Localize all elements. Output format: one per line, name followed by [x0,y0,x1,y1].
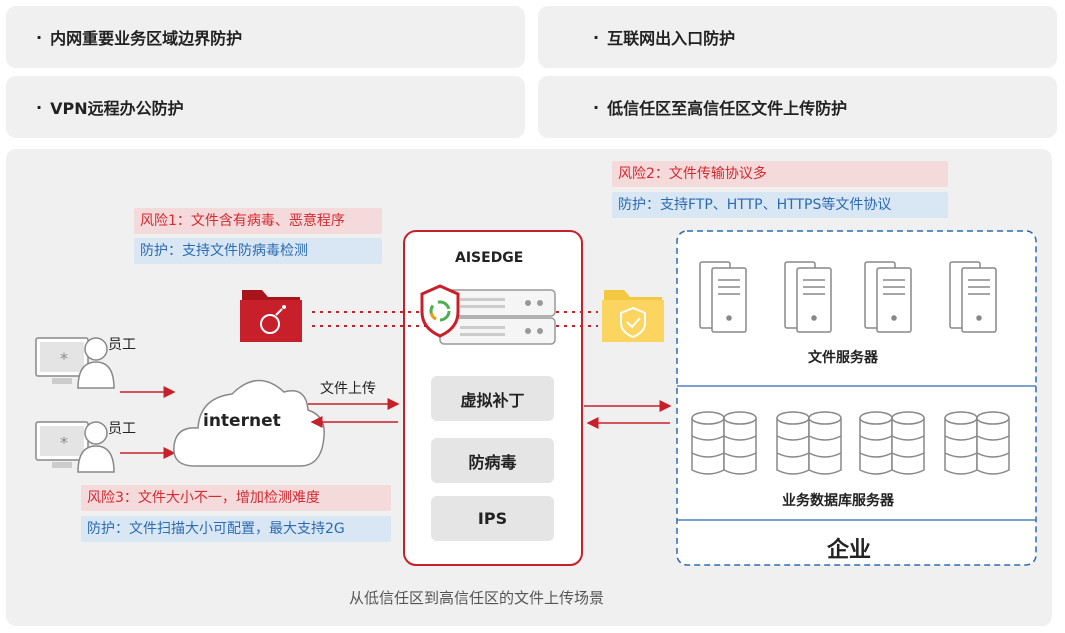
module-antivirus: 防病毒 [431,438,554,483]
asterisk: * [60,433,68,452]
risk2-label: 风险2：文件传输协议多 [612,161,948,187]
virus-folder-icon [240,290,302,342]
bullet: · [593,27,600,47]
bullet: · [36,27,43,47]
file-server-icon [949,261,997,333]
module-virtual-patch: 虚拟补丁 [431,376,554,421]
asterisk: * [60,349,68,368]
employee-icon [35,337,115,389]
database-icon [859,411,925,475]
database-icon [944,411,1010,475]
bullet: · [593,97,600,117]
protect1-label: 防护：支持文件防病毒检测 [134,238,382,264]
internet-label: internet [203,411,281,431]
scenario-card-1: · 内网重要业务区域边界防护 [6,6,525,68]
protect2-label: 防护：支持FTP、HTTP、HTTPS等文件协议 [612,192,948,218]
database-icon [776,411,842,475]
scenario-label: VPN远程办公防护 [50,99,184,118]
scenario-card-2: · 互联网出入口防护 [538,6,1057,68]
enterprise-box [676,230,1037,566]
protect3-label: 防护：文件扫描大小可配置，最大支持2G [81,516,391,542]
db-servers-label: 业务数据库服务器 [782,493,894,509]
cloud-icon [173,379,325,467]
module-ips: IPS [431,496,554,541]
enterprise-label: 企业 [827,538,872,563]
scenario-label: 互联网出入口防护 [607,29,736,48]
employee-label: 员工 [108,421,136,437]
upload-label: 文件上传 [320,381,376,397]
risk1-label: 风险1：文件含有病毒、恶意程序 [134,208,382,234]
device-title: AISEDGE [455,250,524,266]
file-server-icon [784,261,832,333]
database-icon [691,411,757,475]
risk3-label: 风险3：文件大小不一，增加检测难度 [81,485,391,511]
employee-icon [35,421,115,473]
scenario-card-3: · VPN远程办公防护 [6,76,525,138]
file-server-icon [864,261,912,333]
scenario-label: 低信任区至高信任区文件上传防护 [607,99,848,118]
file-servers-label: 文件服务器 [808,350,878,366]
employee-label: 员工 [108,337,136,353]
file-server-icon [699,261,747,333]
bullet: · [36,97,43,117]
scenario-label: 内网重要业务区域边界防护 [50,29,243,48]
caption: 从低信任区到高信任区的文件上传场景 [349,589,605,607]
shield-folder-icon [602,290,664,342]
scenario-card-4: · 低信任区至高信任区文件上传防护 [538,76,1057,138]
aisedge-shield-icon [420,284,460,338]
